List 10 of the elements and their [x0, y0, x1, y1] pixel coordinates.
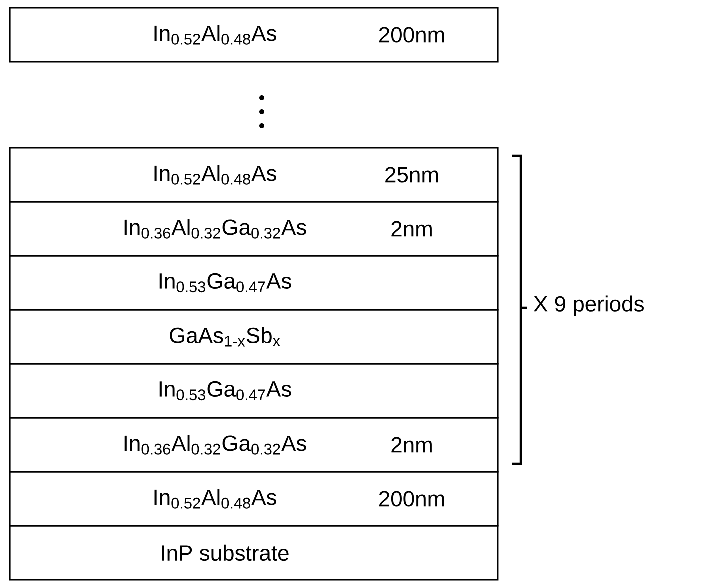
- layer-box: In$_{0.53}$Ga$_{0.47}$As: [9, 255, 499, 311]
- period-label: X 9 periods: [534, 296, 644, 316]
- layer-box: In$_{0.52}$Al$_{0.48}$As 200nm: [9, 7, 499, 63]
- layer-box: In$_{0.52}$Al$_{0.48}$As 25nm: [9, 147, 499, 203]
- layer-box: In$_{0.36}$Al$_{0.32}$Ga$_{0.32}$As 2nm: [9, 201, 499, 257]
- layer-box: InP substrate: [9, 525, 499, 581]
- layer-box: In$_{0.52}$Al$_{0.48}$As 200nm: [9, 471, 499, 527]
- layer-box: In$_{0.53}$Ga$_{0.47}$As: [9, 363, 499, 419]
- layer-box: GaAs$_{1-x}$Sb$_{x}$: [9, 309, 499, 365]
- layer-box: In$_{0.36}$Al$_{0.32}$Ga$_{0.32}$As 2nm: [9, 417, 499, 473]
